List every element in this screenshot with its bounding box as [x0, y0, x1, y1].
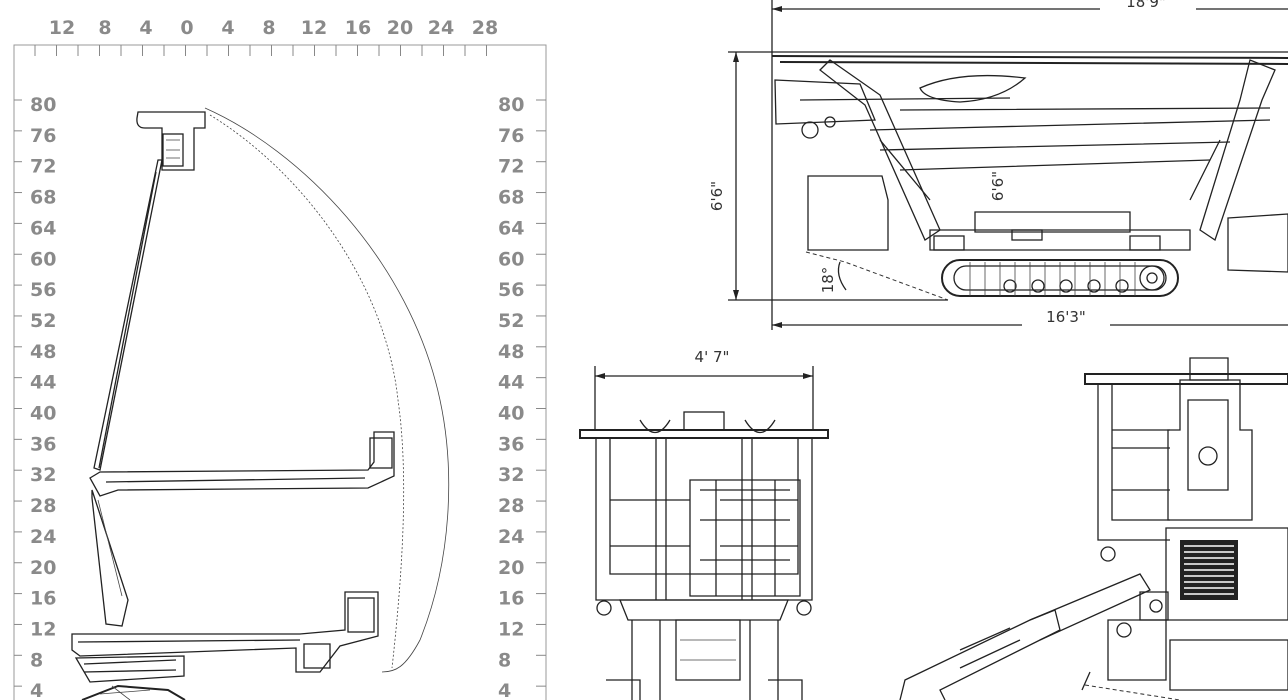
track-length-label: 16'3" — [1046, 308, 1086, 326]
rear-view-outrigger — [899, 573, 1288, 700]
y-axis-label-right: 36 — [498, 433, 524, 455]
y-axis-label-right: 72 — [498, 156, 524, 178]
overall-length-label: 18'9" — [1126, 0, 1166, 11]
front-view-machine — [579, 411, 829, 700]
y-axis-label-left: 20 — [30, 557, 56, 579]
boom-full-elevation — [93, 111, 206, 471]
x-axis-label: 8 — [98, 17, 111, 39]
rear-view — [899, 357, 1288, 700]
y-axis-label-left: 80 — [30, 94, 56, 116]
slope-angle-label: 18° — [819, 267, 837, 294]
y-axis-label-right: 80 — [498, 94, 524, 116]
y-axis-label-left: 52 — [30, 310, 56, 332]
y-axis-label-right: 32 — [498, 464, 524, 486]
y-axis-label-right: 76 — [498, 125, 524, 147]
outer-reach-envelope — [204, 107, 450, 673]
y-axis-label-right: 60 — [498, 248, 524, 270]
y-axis-label-left: 36 — [30, 433, 56, 455]
y-axis-label-right: 8 — [498, 649, 511, 671]
y-axis-labels-left: 80 76 72 68 64 60 56 52 48 44 40 36 32 28 24 20 16 12 8 4 — [30, 94, 56, 700]
y-axis-label-right: 12 — [498, 618, 524, 640]
y-axis-label-left: 56 — [30, 279, 56, 301]
y-axis-ticks — [14, 99, 546, 687]
y-axis-labels-right: 80 76 72 68 64 60 56 52 48 44 40 36 32 28 24 20 16 12 8 4 — [498, 94, 524, 700]
y-axis-label-right: 68 — [498, 187, 524, 209]
height-extension-lines — [728, 51, 1288, 301]
boom-mid-horizontal — [89, 431, 395, 627]
y-axis-label-right: 44 — [498, 372, 524, 394]
y-axis-label-left: 28 — [30, 495, 56, 517]
y-axis-label-right: 24 — [498, 526, 524, 548]
front-view: 4' 7" — [579, 348, 829, 700]
boom-low-horizontal — [71, 591, 379, 700]
y-axis-label-right: 4 — [498, 680, 511, 700]
y-axis-label-left: 16 — [30, 588, 56, 610]
x-axis-label: 4 — [221, 17, 234, 39]
stowed-height-label: 6'6" — [708, 181, 726, 211]
y-axis-label-left: 8 — [30, 649, 43, 671]
side-view-machine — [771, 55, 1288, 297]
y-axis-label-right: 20 — [498, 557, 524, 579]
x-axis-label: 4 — [139, 17, 152, 39]
x-axis-label: 12 — [49, 17, 75, 39]
y-axis-label-left: 32 — [30, 464, 56, 486]
y-axis-label-left: 44 — [30, 372, 56, 394]
x-axis-ticks — [34, 45, 487, 56]
y-axis-label-left: 68 — [30, 187, 56, 209]
y-axis-label-left: 60 — [30, 248, 56, 270]
y-axis-label-right: 40 — [498, 403, 524, 425]
y-axis-label-right: 28 — [498, 495, 524, 517]
slope-line — [805, 251, 949, 301]
slope-arc — [837, 261, 847, 291]
x-axis-label: 28 — [472, 17, 498, 39]
front-width-label: 4' 7" — [695, 348, 730, 366]
y-axis-label-left: 72 — [30, 156, 56, 178]
y-axis-label-right: 52 — [498, 310, 524, 332]
range-chart-frame — [13, 44, 547, 700]
front-width-extension-lines — [594, 366, 814, 430]
y-axis-label-left: 76 — [30, 125, 56, 147]
x-axis-label: 20 — [387, 17, 413, 39]
x-axis-label: 12 — [301, 17, 327, 39]
x-axis-labels: 12 8 4 0 4 8 12 16 20 24 28 — [49, 17, 498, 39]
side-view: 18'9" 6'6" 6'6" 18° — [708, 0, 1288, 330]
y-axis-label-right: 16 — [498, 588, 524, 610]
y-axis-label-right: 48 — [498, 341, 524, 363]
y-axis-label-left: 48 — [30, 341, 56, 363]
x-axis-label: 8 — [262, 17, 275, 39]
y-axis-label-left: 4 — [30, 680, 43, 700]
x-axis-label: 16 — [345, 17, 371, 39]
inner-reach-envelope — [209, 114, 405, 669]
x-axis-label: 0 — [180, 17, 193, 39]
inner-height-label: 6'6" — [989, 171, 1007, 201]
y-axis-label-left: 40 — [30, 403, 56, 425]
y-axis-label-left: 24 — [30, 526, 56, 548]
x-axis-label: 24 — [428, 17, 454, 39]
y-axis-label-right: 56 — [498, 279, 524, 301]
y-axis-label-right: 64 — [498, 217, 524, 239]
y-axis-label-left: 64 — [30, 217, 56, 239]
y-axis-label-left: 12 — [30, 618, 56, 640]
rear-view-column — [1139, 357, 1288, 621]
